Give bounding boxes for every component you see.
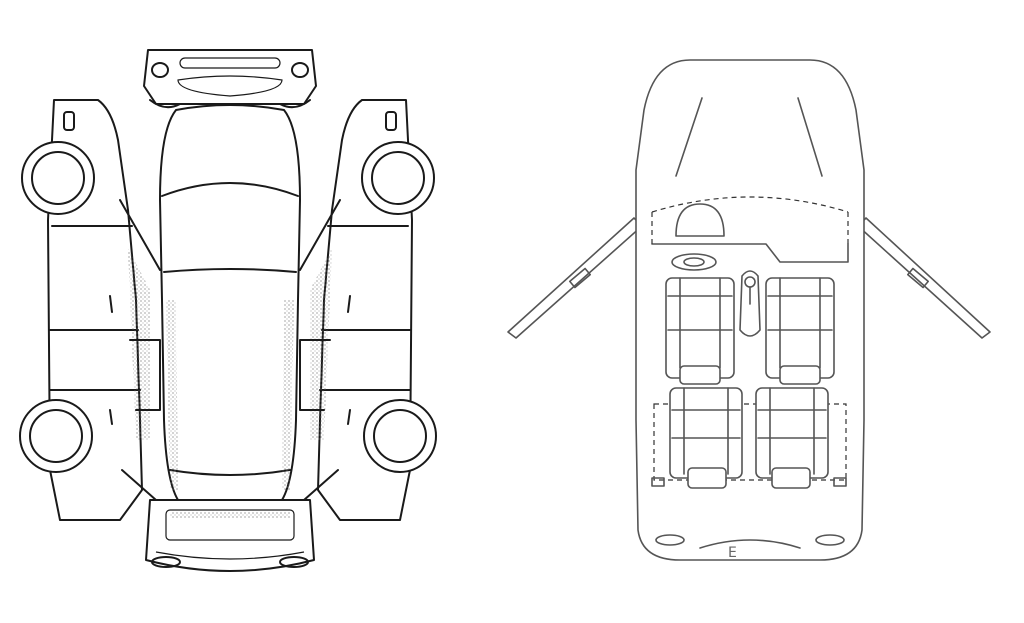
left-door-open bbox=[507, 217, 643, 339]
front-bumper bbox=[143, 49, 317, 109]
interior-top-view: E bbox=[507, 59, 991, 561]
tailgate-glyph: E bbox=[728, 545, 737, 561]
rear-left-seat bbox=[669, 387, 743, 489]
gear-shifter bbox=[739, 270, 761, 337]
rear-right-seat bbox=[755, 387, 829, 489]
right-front-wheel bbox=[361, 141, 435, 215]
left-front-wheel bbox=[21, 141, 95, 215]
rear-bumper bbox=[145, 499, 315, 572]
left-rear-wheel bbox=[19, 399, 93, 473]
car-body-top bbox=[159, 104, 301, 501]
passenger-seat bbox=[765, 277, 835, 385]
right-door-open bbox=[857, 217, 991, 339]
right-rear-wheel bbox=[363, 399, 437, 473]
driver-seat bbox=[665, 277, 735, 385]
steering-wheel bbox=[671, 203, 725, 271]
exploded-exterior-view bbox=[19, 49, 437, 572]
